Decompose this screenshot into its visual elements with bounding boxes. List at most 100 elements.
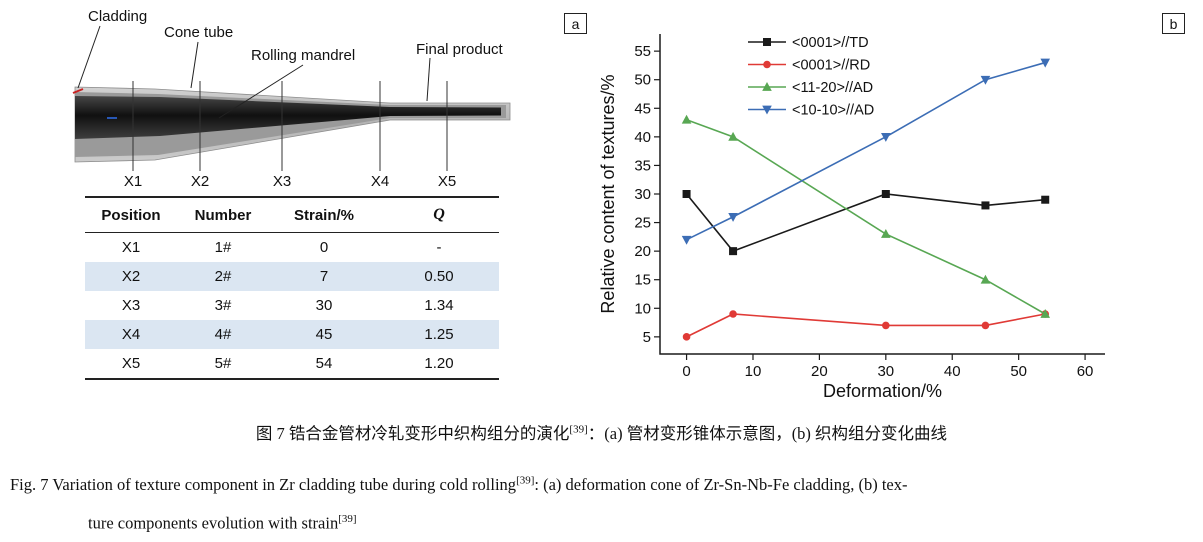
panel-a-label: a: [564, 13, 587, 34]
y-tick-label: 45: [634, 100, 651, 117]
cladding-label: Cladding: [88, 8, 147, 25]
rolling-mandrel-leader: [218, 64, 304, 119]
marker-triangle-up: [762, 82, 772, 91]
cell-strain: 0: [319, 239, 329, 256]
cell-number: 1#: [214, 239, 232, 256]
y-tick-label: 20: [634, 243, 651, 260]
texture-evolution-chart: 0 10 20 30 40 50 60 5 10 15 20 25 30 35 40 45 50 55Deform…: [598, 34, 1105, 401]
caption-english: Fig. 7 Variation of texture component in…: [10, 463, 1170, 540]
position-label-x1: X1: [124, 173, 142, 190]
caption-en-text2: : (a) deformation cone of Zr-Sn-Nb-Fe cl…: [534, 474, 908, 494]
caption-en-line1: Fig. 7 Variation of texture component in…: [10, 474, 908, 494]
y-tick-label: 15: [634, 272, 651, 289]
caption-en-line2: ture components evolution with strain[39…: [88, 502, 1170, 541]
chart-series-0: [682, 190, 1050, 256]
caption-cn-text2: ：(a) 管材变形锥体示意图，(b) 织构组分变化曲线: [587, 424, 948, 443]
chart-series-1: [682, 310, 1050, 341]
y-tick-label: 30: [634, 186, 651, 203]
legend-label: <0001>//TD: [792, 35, 869, 51]
final-product-leader: [426, 57, 431, 102]
x-tick-label: 30: [877, 363, 894, 380]
caption-cn-text: 图 7 锆合金管材冷轧变形中织构组分的演化: [255, 424, 570, 443]
x-tick-label: 40: [944, 363, 961, 380]
strain-table: Position Number Strain/% Q X1 1# 0 - X2 …: [85, 196, 499, 380]
position-label-x4: X4: [371, 173, 389, 190]
deformation-cone-schematic: X1 X2 X3 X4 X5 Cladding Cone tube Rollin…: [72, 8, 511, 190]
marker-triangle-down: [881, 132, 891, 142]
marker-triangle-up: [681, 114, 692, 124]
marker-circle: [981, 321, 990, 330]
position-label-x5: X5: [438, 173, 456, 190]
marker-triangle-down: [728, 212, 738, 222]
rolling-mandrel-label: Rolling mandrel: [251, 47, 355, 64]
cladding-red-mark: [72, 88, 84, 94]
marker-triangle-up: [728, 131, 738, 141]
marker-circle: [729, 310, 737, 318]
cone-tube-leader: [190, 41, 199, 89]
marker-triangle-down: [681, 235, 692, 245]
cell-number: 2#: [214, 268, 232, 285]
final-product-label: Final product: [416, 41, 504, 58]
x-tick-label: 60: [1077, 363, 1094, 380]
cell-q: -: [436, 239, 442, 256]
marker-triangle-down: [762, 105, 772, 115]
table-row: X4 4# 45 1.25: [85, 320, 499, 349]
x-tick-label: 0: [682, 363, 690, 380]
legend-label: <10-10>//AD: [792, 103, 874, 119]
x-tick-label: 20: [811, 363, 828, 380]
cell-number: 5#: [177, 349, 269, 380]
cell-q: 0.50: [424, 268, 454, 285]
table-row: X2 2# 7 0.50: [85, 262, 499, 291]
cone-tube-label: Cone tube: [164, 24, 233, 41]
legend-label: <11-20>//AD: [792, 80, 873, 96]
caption-en-text1: Fig. 7 Variation of texture component in…: [10, 474, 517, 494]
header-number: Number: [177, 196, 269, 233]
marker-circle: [882, 321, 890, 330]
x-tick-label: 10: [745, 363, 762, 380]
y-tick-label: 40: [634, 129, 651, 146]
cell-q: 1.25: [424, 326, 454, 343]
marker-square: [1041, 195, 1050, 204]
panel-b-label: b: [1162, 13, 1185, 34]
legend-label: <0001>//RD: [792, 58, 870, 74]
marker-square: [682, 190, 691, 198]
header-position: Position: [85, 196, 177, 233]
marker-circle: [763, 60, 771, 69]
cell-number: 4#: [214, 326, 232, 343]
y-tick-label: 50: [634, 72, 651, 89]
chart-legend: <0001>//TD <0001>//RD <11-20>//AD <10-10>//…: [748, 35, 874, 119]
cell-position: X5: [85, 349, 177, 380]
marker-square: [981, 201, 990, 210]
y-tick-label: 25: [634, 215, 651, 232]
section-lines: [132, 81, 448, 171]
y-tick-label: 55: [634, 43, 651, 60]
cell-position: X4: [121, 326, 141, 343]
cell-q: 1.34: [424, 297, 454, 314]
marker-square: [763, 38, 771, 46]
y-tick-label: 10: [634, 300, 651, 317]
marker-triangle-up: [980, 274, 991, 284]
table-row: X3 3# 30 1.34: [85, 291, 499, 320]
marker-triangle-down: [980, 75, 991, 85]
header-strain: Strain/%: [269, 196, 379, 233]
marker-triangle-up: [1040, 309, 1051, 318]
x-tick-label: 50: [1010, 363, 1027, 380]
table-header-row: Position Number Strain/% Q: [85, 196, 499, 233]
y-tick-label: 5: [643, 329, 651, 346]
chart-axes: 0 10 20 30 40 50 60 5 10 15 20 25 30 35 40 45 50 55Deform…: [598, 34, 1105, 401]
x-axis-title: Deformation/%: [823, 381, 942, 401]
caption-en-ref2: [39]: [338, 512, 357, 525]
header-q: Q: [379, 196, 499, 233]
position-label-x3: X3: [273, 173, 291, 190]
marker-square: [729, 247, 738, 256]
table-row: X1 1# 0 -: [85, 233, 499, 263]
rolling-mandrel-shape: [75, 96, 501, 139]
cell-position: X2: [121, 268, 141, 285]
caption-cn-ref: [39]: [569, 423, 588, 436]
position-label-x2: X2: [191, 173, 209, 190]
y-tick-label: 35: [634, 157, 651, 174]
cladding-leader: [77, 25, 101, 89]
cell-position: X1: [121, 239, 141, 256]
table-row: X5 5# 54 1.20: [85, 349, 499, 380]
chart-series-3: [681, 58, 1051, 245]
